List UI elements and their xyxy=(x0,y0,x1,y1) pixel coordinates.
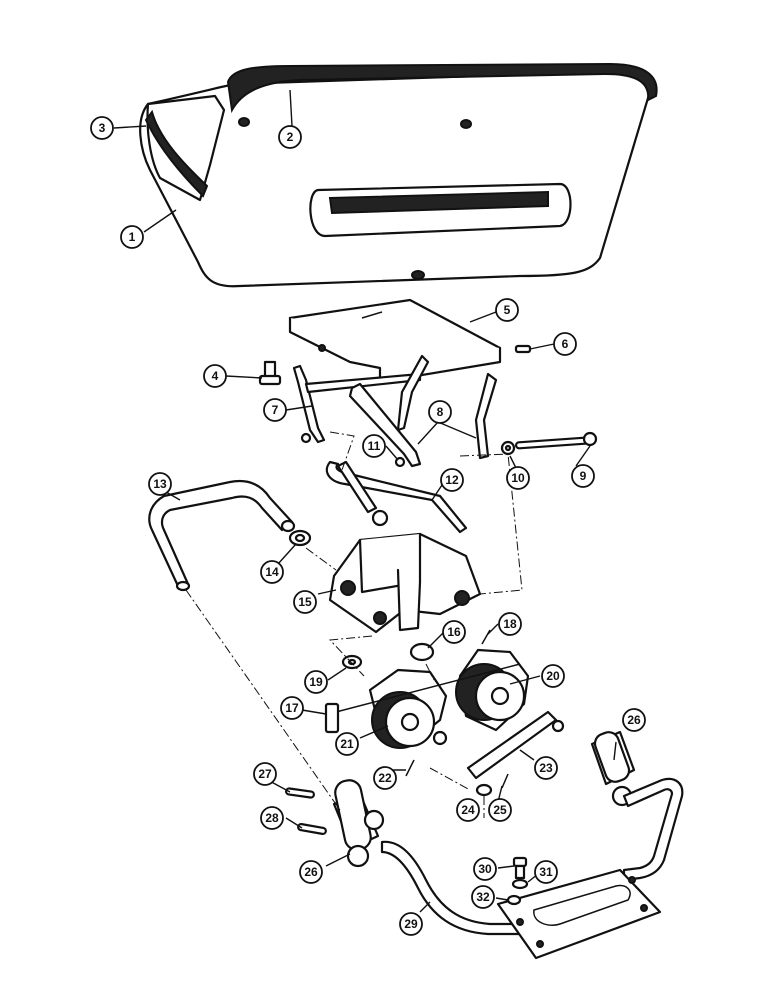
svg-text:7: 7 xyxy=(272,403,279,417)
housing-block xyxy=(328,532,482,634)
svg-text:23: 23 xyxy=(539,761,553,775)
brackets xyxy=(292,354,498,468)
callout-8: 8 xyxy=(428,400,452,424)
washer-19 xyxy=(341,654,363,670)
svg-text:25: 25 xyxy=(493,803,507,817)
gear-housing-right xyxy=(455,648,530,732)
callout-14: 14 xyxy=(260,560,284,584)
callout-2: 2 xyxy=(278,125,302,149)
callout-1: 1 xyxy=(120,225,144,249)
svg-text:2: 2 xyxy=(287,130,294,144)
callout-11: 11 xyxy=(362,434,386,458)
bolt-9 xyxy=(514,431,598,450)
svg-text:18: 18 xyxy=(503,617,517,631)
seat-support-plate xyxy=(288,298,502,384)
assembly-lines xyxy=(185,431,523,818)
callout-10: 10 xyxy=(506,466,530,490)
callout-26-left: 26 xyxy=(299,860,323,884)
callout-30: 30 xyxy=(473,857,497,881)
callout-27: 27 xyxy=(253,762,277,786)
svg-text:22: 22 xyxy=(378,771,392,785)
callout-15: 15 xyxy=(293,590,317,614)
gear-housing-left xyxy=(368,668,448,749)
svg-text:14: 14 xyxy=(265,565,279,579)
callout-28: 28 xyxy=(260,806,284,830)
callout-26-right: 26 xyxy=(622,708,646,732)
callout-7: 7 xyxy=(263,398,287,422)
svg-text:13: 13 xyxy=(153,477,167,491)
link-bar xyxy=(466,710,565,780)
svg-text:21: 21 xyxy=(340,737,354,751)
pin-28 xyxy=(297,822,327,836)
svg-text:4: 4 xyxy=(212,369,219,383)
callout-23: 23 xyxy=(534,756,558,780)
worm-shaft xyxy=(324,663,521,734)
washer-31 xyxy=(511,878,529,890)
svg-text:1: 1 xyxy=(129,230,136,244)
pivot-bracket-left xyxy=(332,779,385,868)
callout-19: 19 xyxy=(304,670,328,694)
washer-10 xyxy=(500,440,516,456)
svg-text:26: 26 xyxy=(304,865,318,879)
seat-cushion xyxy=(139,62,658,288)
svg-text:32: 32 xyxy=(476,890,490,904)
svg-text:19: 19 xyxy=(309,675,323,689)
foot-plate xyxy=(496,868,662,960)
callout-18: 18 xyxy=(498,612,522,636)
callout-17: 17 xyxy=(280,696,304,720)
callouts: 1 2 3 4 5 6 7 8 9 10 11 12 13 14 15 16 1… xyxy=(90,116,646,936)
svg-text:15: 15 xyxy=(298,595,312,609)
frame-12 xyxy=(325,460,468,534)
handle-13 xyxy=(148,479,296,592)
nut-16 xyxy=(409,642,435,662)
callout-4: 4 xyxy=(203,364,227,388)
svg-text:11: 11 xyxy=(368,439,381,453)
callout-6: 6 xyxy=(553,332,577,356)
svg-text:31: 31 xyxy=(539,865,553,879)
callout-5: 5 xyxy=(495,298,519,322)
bolt-30 xyxy=(512,856,528,880)
svg-text:12: 12 xyxy=(445,473,459,487)
svg-text:10: 10 xyxy=(511,471,525,485)
washer-24 xyxy=(475,783,493,797)
callout-21: 21 xyxy=(335,732,359,756)
svg-text:27: 27 xyxy=(258,767,272,781)
svg-text:9: 9 xyxy=(580,469,587,483)
callout-29: 29 xyxy=(399,912,423,936)
svg-text:6: 6 xyxy=(562,337,569,351)
callout-31: 31 xyxy=(534,860,558,884)
svg-text:26: 26 xyxy=(627,713,641,727)
svg-text:17: 17 xyxy=(285,701,299,715)
svg-text:20: 20 xyxy=(546,669,560,683)
svg-text:24: 24 xyxy=(461,803,475,817)
callout-16: 16 xyxy=(442,620,466,644)
callout-9: 9 xyxy=(571,464,595,488)
callout-22: 22 xyxy=(373,766,397,790)
callout-32: 32 xyxy=(471,885,495,909)
pins xyxy=(405,629,509,789)
pin-27 xyxy=(285,787,315,799)
svg-text:29: 29 xyxy=(404,917,418,931)
washer-32 xyxy=(506,894,522,906)
svg-text:5: 5 xyxy=(504,303,511,317)
callout-3: 3 xyxy=(90,116,114,140)
svg-text:8: 8 xyxy=(437,405,444,419)
svg-text:30: 30 xyxy=(478,862,492,876)
svg-text:28: 28 xyxy=(265,811,279,825)
svg-text:3: 3 xyxy=(99,121,106,135)
svg-text:16: 16 xyxy=(447,625,461,639)
bolt-4 xyxy=(258,360,282,386)
washer-14 xyxy=(288,529,312,547)
callout-13: 13 xyxy=(148,472,172,496)
pin-6 xyxy=(514,344,532,354)
callout-25: 25 xyxy=(488,798,512,822)
callout-24: 24 xyxy=(456,798,480,822)
callout-12: 12 xyxy=(440,468,464,492)
callout-20: 20 xyxy=(541,664,565,688)
